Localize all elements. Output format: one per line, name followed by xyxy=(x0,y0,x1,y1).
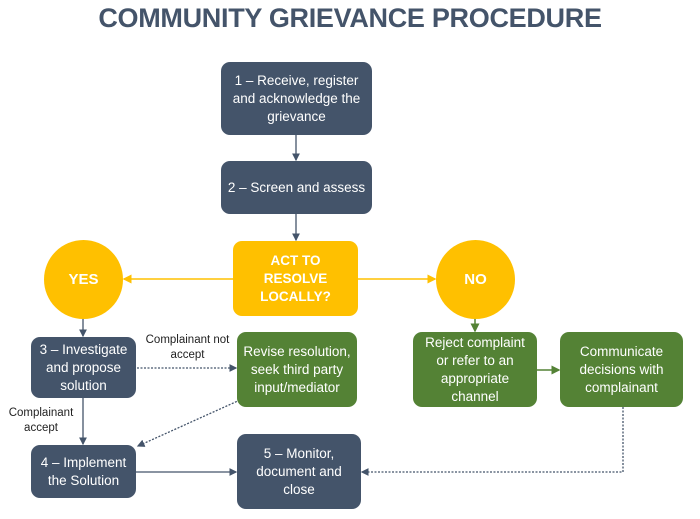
step-1-receive-register: 1 – Receive, register and acknowledge th… xyxy=(221,62,372,135)
decision-resolve-locally: ACT TO RESOLVE LOCALLY? xyxy=(233,241,358,316)
label-complainant-accept: Complainant accept xyxy=(8,407,74,434)
communicate-decisions: Communicate decisions with complainant xyxy=(560,332,683,407)
diagram-title: COMMUNITY GRIEVANCE PROCEDURE xyxy=(98,3,602,33)
step-4-implement: 4 – Implement the Solution xyxy=(31,445,136,498)
edge-communicate-step5 xyxy=(360,407,624,476)
edge-revise-step4 xyxy=(136,399,241,447)
no-node: NO xyxy=(436,240,515,319)
revise-resolution: Revise resolution, seek third party inpu… xyxy=(237,332,357,407)
yes-node: YES xyxy=(44,240,123,319)
label-complainant-not-accept: Complainant not accept xyxy=(145,334,230,361)
step-2-screen-assess: 2 – Screen and assess xyxy=(221,161,372,214)
step-3-investigate: 3 – Investigate and propose solution xyxy=(31,337,136,398)
reject-complaint: Reject complaint or refer to an appropri… xyxy=(413,332,537,407)
step-5-monitor-close: 5 – Monitor, document and close xyxy=(237,434,361,509)
